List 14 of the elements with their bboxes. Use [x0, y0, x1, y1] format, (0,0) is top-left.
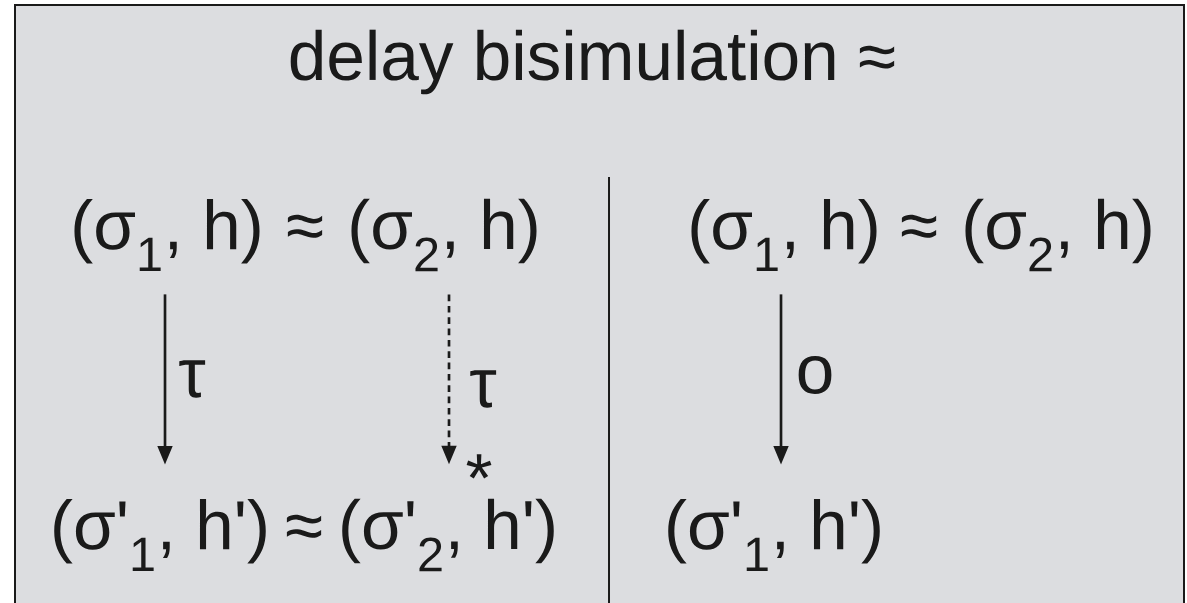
- equivalence-sign: ≈: [901, 214, 937, 238]
- state-pair: (σ$_{1}$, h): [691, 198, 877, 272]
- edge-label: τ: [179, 360, 206, 398]
- state-pair: (σ$_{2}$, h): [965, 198, 1151, 272]
- state-pair: (σ'$_{1}$, h'): [54, 498, 266, 572]
- state-pair: (σ$_{2}$, h): [351, 198, 537, 272]
- state-pair: (σ$_{1}$, h): [74, 198, 260, 272]
- state-pair: (σ'$_{2}$, h'): [342, 498, 554, 572]
- edge-label: τ: [470, 370, 497, 408]
- star-mark: *: [466, 454, 492, 479]
- equivalence-sign: ≈: [287, 214, 323, 238]
- state-pair: (σ'$_{1}$, h'): [668, 498, 880, 572]
- edge-label: o: [798, 356, 832, 394]
- equivalence-sign: ≈: [286, 514, 322, 538]
